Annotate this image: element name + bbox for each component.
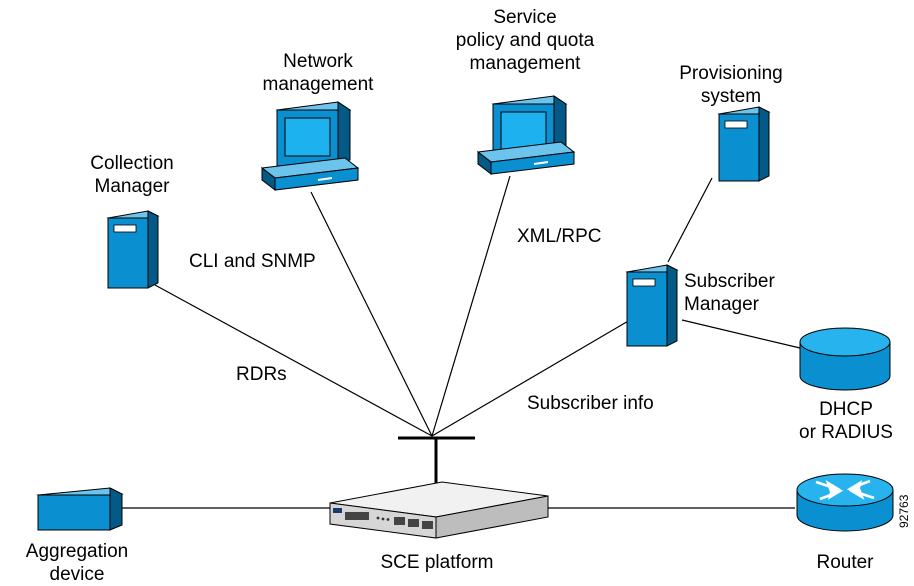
link-collection-manager <box>154 284 433 437</box>
xml-rpc-link-label: XML/RPC <box>517 226 602 247</box>
service-policy-label: Service policy and quota management <box>455 7 595 74</box>
link-subscriber-manager <box>431 319 631 437</box>
service-policy-workstation-icon <box>476 95 576 176</box>
link-dhcp-radius <box>681 319 801 349</box>
router-label: Router <box>816 552 874 573</box>
subscriber-manager-label: Subscriber Manager <box>684 271 775 315</box>
sce-platform-icon <box>329 481 549 539</box>
collection-manager-server-icon <box>106 210 160 289</box>
connection-lines <box>120 175 801 509</box>
link-service-policy <box>431 175 511 437</box>
sce-platform-label: SCE platform <box>380 552 494 573</box>
dhcp-radius-database-icon <box>799 327 891 391</box>
aggregation-device-icon <box>36 487 124 531</box>
link-provisioning-system <box>667 177 713 263</box>
dhcp-radius-label: DHCP or RADIUS <box>799 399 893 443</box>
aggregation-device-label: Aggregation device <box>25 541 129 585</box>
network-management-label: Network management <box>262 51 374 95</box>
collection-manager-label: Collection Manager <box>90 153 174 197</box>
router-icon <box>796 473 894 532</box>
rdrs-link-label: RDRs <box>236 364 287 385</box>
cli-snmp-link-label: CLI and SNMP <box>189 251 316 272</box>
subscriber-manager-server-icon <box>625 264 679 347</box>
link-network-management <box>310 191 433 437</box>
figure-id: 92763 <box>897 494 911 528</box>
provisioning-system-server-icon <box>717 106 771 182</box>
provisioning-system-label: Provisioning system <box>679 63 783 107</box>
network-management-workstation-icon <box>260 101 360 192</box>
subscriber-info-link-label: Subscriber info <box>527 393 654 414</box>
